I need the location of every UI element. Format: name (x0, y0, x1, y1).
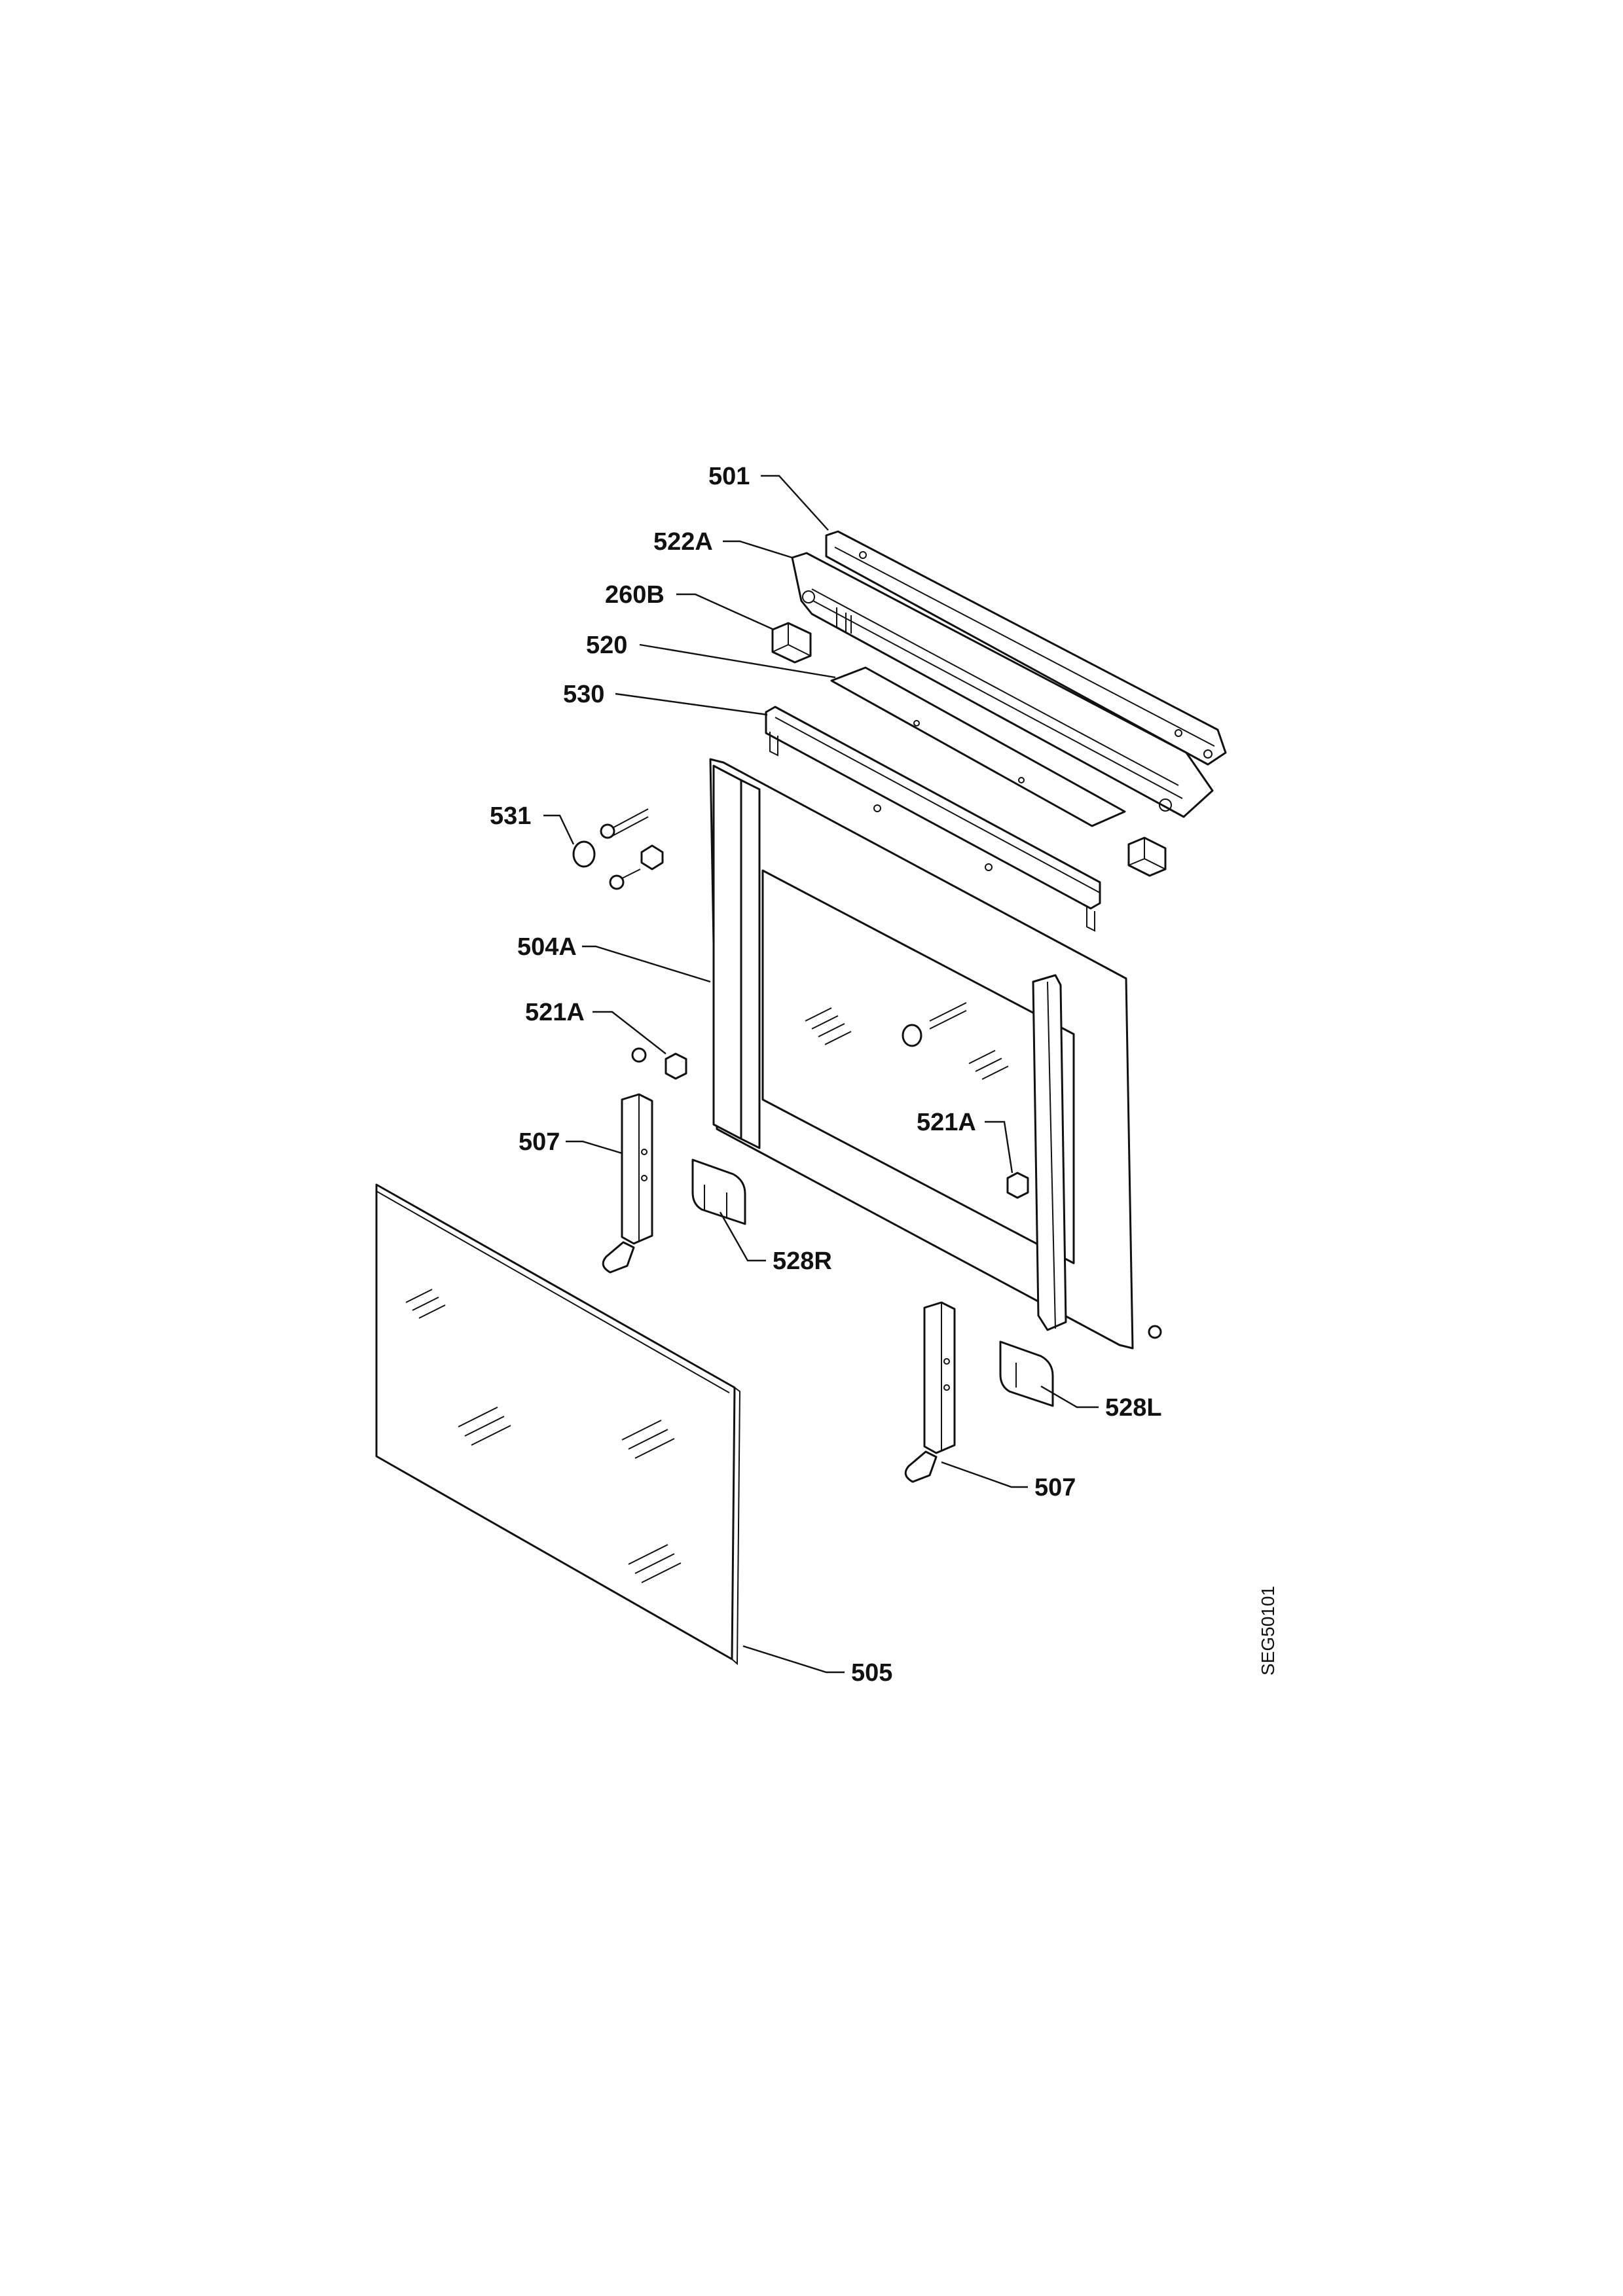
label-507-left: 507 (519, 1128, 560, 1156)
part-501-top-trim (825, 530, 1227, 766)
label-521A-right: 521A (917, 1109, 976, 1136)
label-522A: 522A (653, 528, 713, 556)
part-531-cap-and-screws (572, 808, 664, 890)
part-520-panel (830, 666, 1126, 827)
label-528L: 528L (1105, 1394, 1162, 1422)
label-260B: 260B (605, 581, 665, 609)
part-530-rail (765, 706, 1101, 932)
label-501: 501 (708, 463, 750, 490)
part-260B-clip-left (771, 622, 812, 664)
part-521A-block-right (1006, 1172, 1029, 1199)
label-504A: 504A (517, 933, 577, 961)
label-505: 505 (851, 1659, 892, 1687)
part-528R-cover (691, 1158, 746, 1225)
part-507-hinge-left (602, 1093, 653, 1274)
label-521A-left: 521A (525, 999, 585, 1026)
label-528R: 528R (773, 1247, 832, 1275)
label-520: 520 (586, 632, 627, 659)
part-labels: 501 522A 260B 520 530 531 504A 521A 521A… (490, 463, 1162, 1687)
part-522A-top-frame (791, 552, 1214, 818)
part-504A-door-frame (709, 758, 1134, 1350)
part-505-glass-panel (375, 1183, 741, 1666)
label-531: 531 (490, 802, 531, 830)
leader-lines (543, 475, 1099, 1674)
label-530: 530 (563, 681, 604, 708)
drawing-code: SEG50101 (1258, 1586, 1278, 1676)
part-521A-block-left (631, 1047, 687, 1080)
part-507-hinge-right (904, 1301, 956, 1483)
part-260B-clip-right (1127, 836, 1167, 877)
label-507-right: 507 (1034, 1474, 1076, 1501)
part-528L-cover (999, 1325, 1162, 1407)
